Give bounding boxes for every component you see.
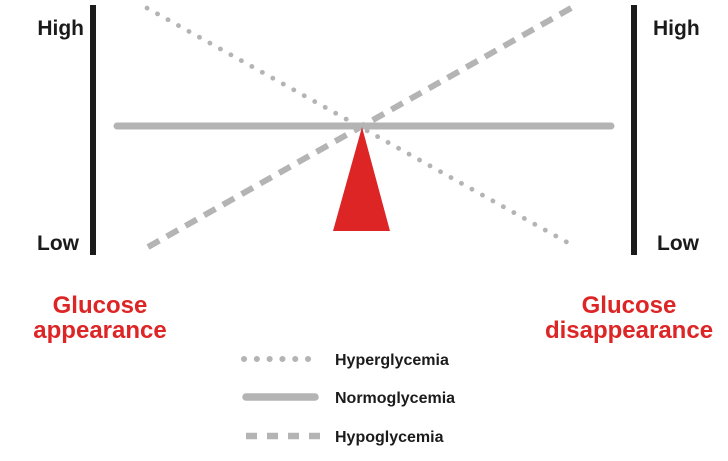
left-axis-high-label: High	[37, 17, 84, 40]
glucose-appearance-label-line2: appearance	[33, 317, 166, 344]
legend-hypoglycemia-label: Hypoglycemia	[335, 429, 444, 446]
right-axis-high-label: High	[653, 17, 700, 40]
left-axis-low-label: Low	[37, 232, 80, 255]
glucose-disappearance-label-line1: Glucose	[582, 292, 677, 319]
glucose-disappearance-label-line2: disappearance	[545, 317, 713, 344]
legend-normoglycemia-label: Normoglycemia	[335, 390, 455, 407]
legend: Hyperglycemia Normoglycemia Hypoglycemia	[241, 352, 455, 446]
glucose-appearance-label-line1: Glucose	[53, 292, 148, 319]
legend-hyperglycemia-label: Hyperglycemia	[335, 352, 449, 369]
right-axis-low-label: Low	[657, 232, 700, 255]
fulcrum-triangle	[333, 127, 390, 231]
